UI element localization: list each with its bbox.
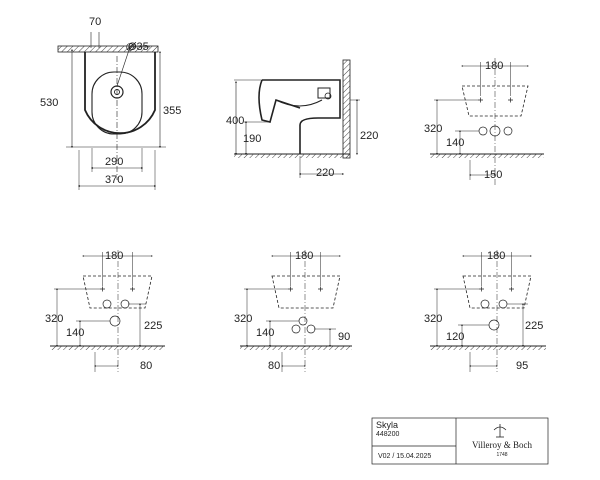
view-b-dim-140: 140 (66, 327, 84, 339)
view-a-dim-180: 180 (485, 60, 503, 72)
view-b-dim-180: 180 (105, 250, 123, 262)
view-d-dim-225: 225 (525, 320, 543, 332)
view-a-dim-320: 320 (424, 123, 442, 135)
view-c-dim-80: 80 (268, 360, 280, 372)
dim-220-horizontal: 220 (316, 167, 334, 179)
view-b-dim-80: 80 (140, 360, 152, 372)
top-view (57, 32, 166, 190)
dim-370: 370 (105, 174, 123, 186)
view-a-dim-150: 150 (484, 169, 502, 181)
dim-70: 70 (89, 16, 101, 28)
view-d-dim-180: 180 (487, 250, 505, 262)
view-c-dim-180: 180 (295, 250, 313, 262)
view-d-dim-320: 320 (424, 313, 442, 325)
dim-355: 355 (163, 105, 181, 117)
title-block (371, 417, 549, 465)
view-a-dim-140: 140 (446, 137, 464, 149)
view-c-dim-140: 140 (256, 327, 274, 339)
dim-400: 400 (226, 115, 244, 127)
brand-name: Villeroy & Boch (472, 440, 532, 450)
view-d-dim-120: 120 (446, 331, 464, 343)
rear-view-d (430, 250, 546, 372)
rear-view-b (50, 250, 165, 372)
dim-290: 290 (105, 156, 123, 168)
dim-220-vertical: 220 (360, 130, 378, 142)
view-d-dim-95: 95 (516, 360, 528, 372)
view-b-dim-320: 320 (45, 313, 63, 325)
product-name: Skyla (376, 420, 398, 430)
product-code: 448200 (376, 431, 399, 438)
version-date: V02 / 15.04.2025 (378, 453, 431, 460)
view-c-dim-320: 320 (234, 313, 252, 325)
brand-since: 1748 (496, 452, 507, 458)
dim-diameter-35: Ø35 (128, 41, 149, 53)
brand-logo-icon (493, 424, 507, 438)
dim-190: 190 (243, 133, 261, 145)
view-c-dim-90: 90 (338, 331, 350, 343)
side-view (234, 59, 360, 178)
rear-view-c (240, 250, 352, 372)
view-b-dim-225: 225 (144, 320, 162, 332)
rear-view-a (430, 58, 544, 186)
dim-530: 530 (40, 97, 58, 109)
